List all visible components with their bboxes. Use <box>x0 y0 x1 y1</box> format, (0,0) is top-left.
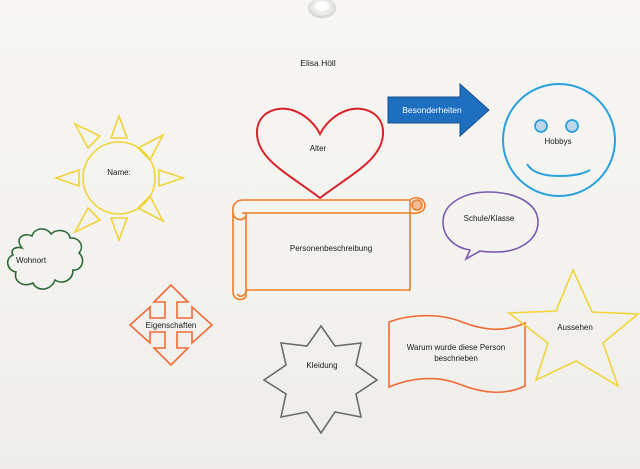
smiley-face: Hobbys <box>502 83 616 197</box>
wave-banner: Warum wurde diese Person beschrieben <box>388 314 526 394</box>
scroll-label: Personenbeschreibung <box>290 244 372 253</box>
cloud-label: Wohnort <box>16 256 47 265</box>
smiley-left-eye <box>534 119 548 133</box>
star8-label: Kleidung <box>306 361 337 370</box>
sun-label: Name: <box>107 168 131 177</box>
smiley-right-eye <box>565 119 579 133</box>
poster-title: Elisa Höll <box>300 58 336 68</box>
eight-point-star: Kleidung <box>262 324 379 435</box>
speech-label: Schule/Klasse <box>464 214 515 223</box>
heart-label: Alter <box>310 144 327 153</box>
arrow-shape: Besonderheiten <box>387 82 490 138</box>
star5-label: Aussehen <box>557 323 593 332</box>
cross-arrows-shape: Eigenschaften <box>128 283 214 367</box>
pushpin <box>308 0 336 18</box>
wave-label-line2: beschrieben <box>434 354 478 363</box>
cross-arrows-label: Eigenschaften <box>146 321 197 330</box>
scroll-shape: Personenbeschreibung <box>232 196 426 301</box>
five-point-star: Aussehen <box>506 267 640 388</box>
wave-label-line1: Warum wurde diese Person <box>407 343 505 352</box>
heart-shape: Alter <box>255 107 385 200</box>
cloud-shape: Wohnort <box>6 228 84 290</box>
speech-bubble: Schule/Klasse <box>442 191 539 261</box>
arrow-label: Besonderheiten <box>402 105 462 115</box>
sun-shape: Name: <box>53 113 186 243</box>
smiley-label: Hobbys <box>544 137 571 146</box>
smiley-mouth <box>526 163 591 178</box>
